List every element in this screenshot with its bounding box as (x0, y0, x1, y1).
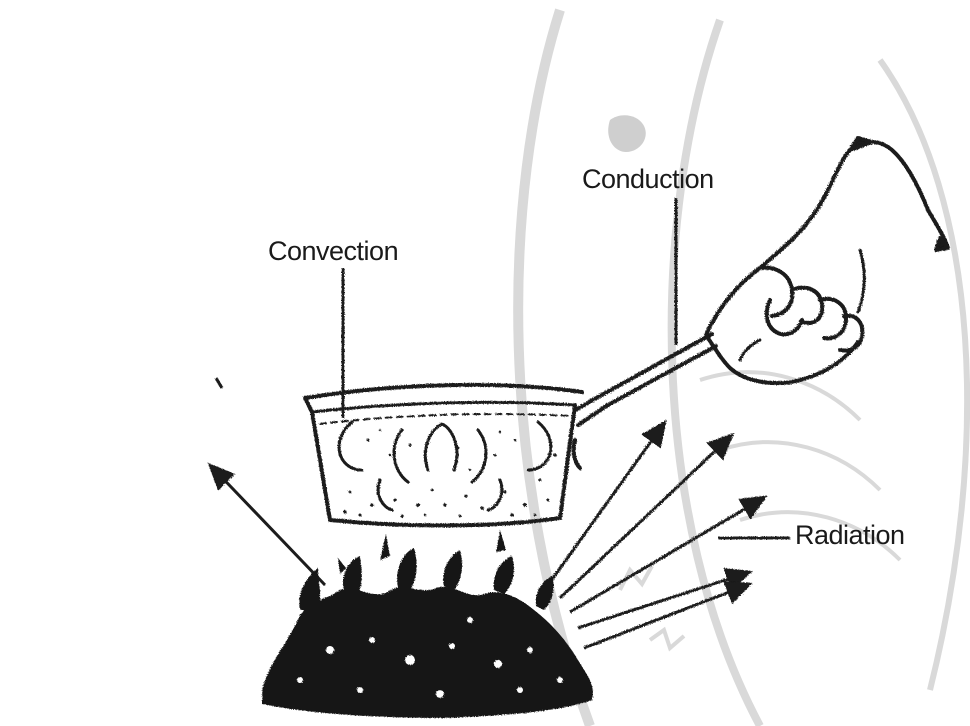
radiation-label: Radiation (795, 522, 905, 549)
radiation-arrow (548, 422, 665, 585)
convection-currents (339, 422, 551, 510)
stray-mark (216, 378, 222, 388)
watermark-seal (518, 10, 967, 726)
leader-lines (343, 198, 790, 538)
convection-label: Convection (268, 238, 398, 265)
conduction-label: Conduction (582, 166, 714, 193)
radiation-arrow (578, 572, 750, 628)
radiation-arrow (210, 465, 325, 585)
hand (706, 138, 948, 383)
